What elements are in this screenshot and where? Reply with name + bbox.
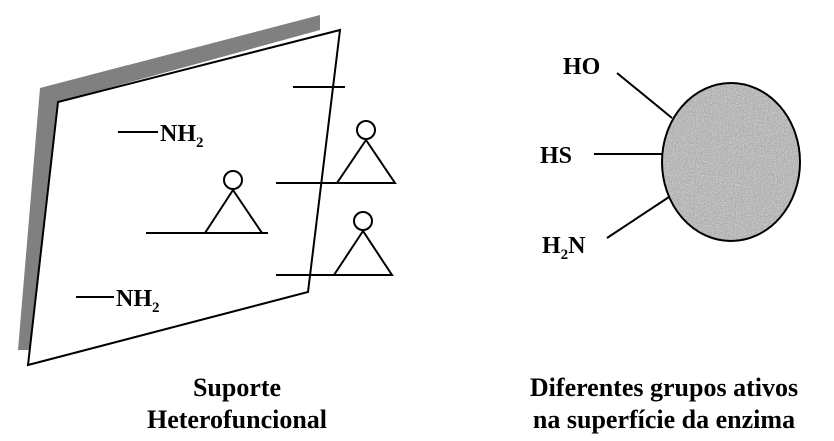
enzyme-sphere-texture bbox=[662, 83, 800, 241]
nh2-top-label: NH2 bbox=[160, 121, 204, 151]
ho-bond bbox=[616, 72, 673, 119]
support-caption-line1: Suporte bbox=[193, 373, 281, 402]
h2n-bond bbox=[606, 196, 670, 239]
support-caption-line2: Heterofuncional bbox=[147, 405, 327, 434]
enzyme-caption-line1: Diferentes grupos ativos bbox=[530, 373, 798, 402]
chelate-group-lower-right bbox=[276, 211, 394, 276]
nh2-bottom-label: NH2 bbox=[116, 286, 160, 316]
group-ho-label: HO bbox=[563, 54, 600, 80]
group-hs-label: HS bbox=[540, 143, 572, 169]
chelate-group-center bbox=[146, 170, 268, 234]
enzyme-caption-line2: na superfície da enzima bbox=[533, 405, 795, 434]
support-plate bbox=[26, 28, 342, 367]
chelate-group-upper-right bbox=[276, 120, 397, 184]
group-h2n-label: H2N bbox=[542, 233, 586, 263]
